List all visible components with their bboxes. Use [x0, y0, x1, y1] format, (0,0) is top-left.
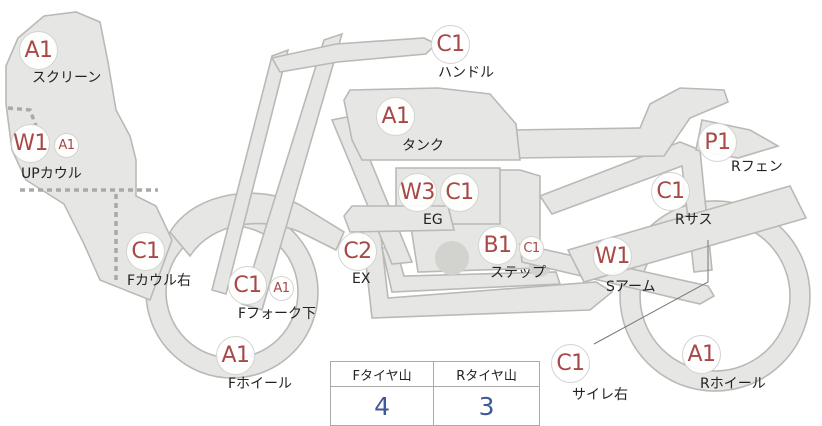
r-suspension-label: Rサス	[675, 212, 713, 228]
silencer-leader-line	[593, 240, 709, 345]
exhaust-label: EX	[352, 271, 371, 287]
handle-code-badge: C1	[431, 25, 470, 64]
up-cowl-code-badge-2: A1	[54, 133, 79, 158]
r-fender-label: Rフェン	[731, 159, 783, 175]
tank-label: タンク	[402, 138, 444, 154]
side-panel-shape	[343, 205, 456, 233]
front-tread-value: 4	[329, 386, 435, 426]
engine-code-badge: W3	[398, 173, 437, 212]
front-tread-header: Fタイヤ山	[329, 361, 435, 387]
engine-label: EG	[423, 212, 443, 228]
front-fork-shape-2	[211, 48, 290, 295]
r-fender-code-badge: P1	[698, 123, 737, 162]
seat-shape	[511, 87, 729, 159]
rear-tread-header: Rタイヤ山	[433, 361, 540, 387]
f-cowl-right-label: Fカウル右	[127, 273, 192, 289]
up-cowl-label: UPカウル	[21, 166, 82, 182]
fairing-shape	[5, 11, 173, 302]
rear-subframe-shape	[538, 141, 713, 273]
engine-cover-shape	[435, 241, 469, 275]
silencer-right-code-badge: C1	[551, 344, 590, 383]
swingarm-code-badge: W1	[593, 237, 632, 276]
front-fork-shape	[240, 32, 344, 311]
screen-code-badge: A1	[19, 31, 58, 70]
step-code-badge: B1	[478, 226, 517, 265]
screen-label: スクリーン	[32, 70, 102, 86]
exhaust-code-badge: C2	[338, 232, 377, 271]
engine-code-badge-2: C1	[440, 173, 479, 212]
silencer-right-label: サイレ右	[572, 387, 628, 403]
handle-label: ハンドル	[438, 65, 494, 81]
rear-tread-value: 3	[433, 386, 540, 426]
up-cowl-code-badge: W1	[11, 124, 50, 163]
fairing-panel-line	[7, 106, 38, 127]
handlebar-shape	[270, 37, 438, 73]
r-wheel-label: Rホイール	[700, 376, 766, 392]
f-fork-lower-label: Fフォーク下	[238, 306, 317, 322]
f-cowl-right-code-badge: C1	[126, 232, 165, 271]
f-wheel-label: Fホイール	[228, 376, 293, 392]
r-suspension-code-badge: C1	[651, 172, 690, 211]
r-wheel-code-badge: A1	[682, 335, 721, 374]
f-fork-lower-code-badge: C1	[228, 266, 267, 305]
f-fork-lower-code-badge-2: A1	[269, 276, 294, 301]
step-code-badge-2: C1	[519, 236, 544, 261]
tank-code-badge: A1	[376, 97, 415, 136]
swingarm-label: Sアーム	[606, 279, 656, 295]
tire-tread-table: Fタイヤ山 Rタイヤ山 4 3	[329, 361, 540, 426]
step-label: ステップ	[490, 265, 546, 281]
f-wheel-code-badge: A1	[216, 336, 255, 375]
